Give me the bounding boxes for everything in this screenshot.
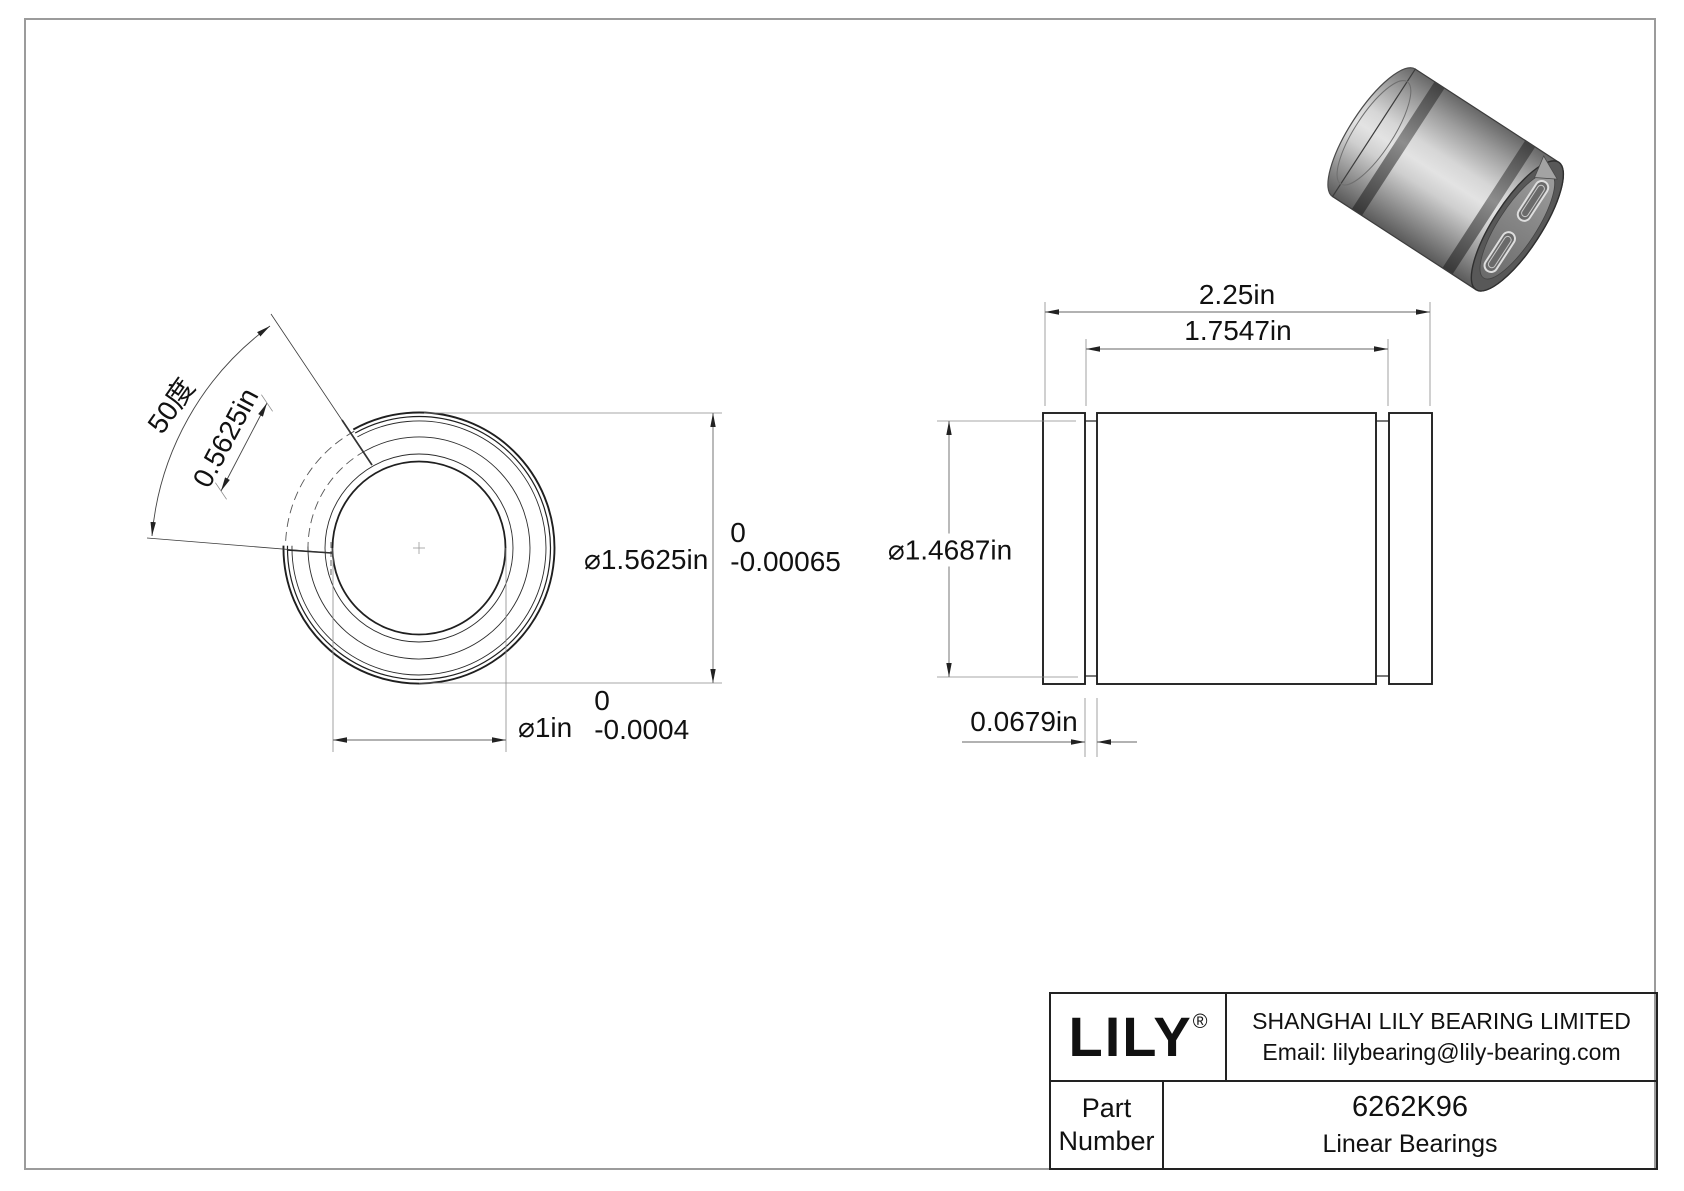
slot-upper-leg	[270, 313, 373, 466]
bore-chamfer-circle	[324, 453, 514, 643]
outer-circle-inner	[286, 415, 552, 681]
groove-width-dimension-label: 0.0679in	[970, 706, 1078, 737]
title-block: LILY® SHANGHAI LILY BEARING LIMITED Emai…	[1049, 992, 1658, 1170]
bore-value: ⌀1in	[518, 712, 573, 743]
front-view	[146, 313, 722, 752]
slot-width-ext-1	[261, 394, 273, 412]
groove-dia-dimension-label: ⌀1.4687in	[882, 533, 1018, 567]
part-number-label: Part Number	[1051, 1082, 1164, 1168]
part-number-value: 6262K96	[1351, 1091, 1469, 1123]
retaining-groove-far	[1352, 82, 1445, 216]
seal-circle	[307, 436, 531, 660]
left-ring	[1042, 412, 1086, 685]
slot-width-dimension-line	[220, 402, 268, 492]
length-dimension-label: 2.25in	[1198, 279, 1276, 310]
logo-cell: LILY®	[1051, 994, 1227, 1080]
company-name: SHANGHAI LILY BEARING LIMITED	[1252, 1008, 1631, 1034]
bore-tol-lower: -0.0004	[594, 714, 690, 745]
side-view	[937, 302, 1433, 757]
od-value: ⌀1.5625in	[584, 544, 709, 575]
bearing-3d-render	[1327, 67, 1565, 292]
hidden-seal-arc	[307, 450, 366, 547]
title-block-top-row: LILY® SHANGHAI LILY BEARING LIMITED Emai…	[1051, 994, 1656, 1082]
title-block-bottom-row: Part Number 6262K96 Linear Bearings	[1051, 1082, 1656, 1168]
far-cap-ring	[1336, 80, 1412, 186]
outer-circle	[282, 411, 556, 685]
part-number-cell: 6262K96 Linear Bearings	[1164, 1082, 1656, 1168]
slot-lower-leg	[146, 537, 333, 554]
right-ring	[1388, 412, 1433, 685]
od-dimension-label: ⌀1.5625in 0 -0.00065	[584, 518, 841, 576]
groove-surfaces	[1085, 420, 1389, 677]
bore-dimension-label: ⌀1in 0 -0.0004	[518, 686, 689, 744]
sleeve-body	[1096, 412, 1377, 685]
bore-tol-upper: 0	[594, 685, 610, 716]
lily-logo: LILY®	[1069, 1009, 1208, 1065]
hidden-outer-arc	[285, 430, 355, 546]
retaining-groove-near	[1442, 140, 1535, 275]
bore-circle	[331, 460, 507, 636]
od-tol-upper: 0	[730, 517, 746, 548]
groove-circle	[291, 420, 547, 676]
logo-text: LILY	[1068, 1005, 1193, 1068]
company-email: Email: lilybearing@lily-bearing.com	[1262, 1039, 1621, 1065]
ball-tracks	[1483, 180, 1550, 274]
race-length-dimension-label: 1.7547in	[1184, 315, 1292, 346]
page-border	[24, 18, 1656, 1170]
angle-dimension-arc	[150, 325, 271, 537]
slot-width-ext-2	[215, 482, 227, 500]
company-cell: SHANGHAI LILY BEARING LIMITED Email: lil…	[1227, 994, 1656, 1080]
part-category: Linear Bearings	[1322, 1130, 1498, 1158]
od-tol-lower: -0.00065	[730, 546, 841, 577]
center-mark	[413, 542, 425, 554]
registered-mark: ®	[1192, 1011, 1208, 1033]
seal-notch	[1533, 155, 1559, 180]
